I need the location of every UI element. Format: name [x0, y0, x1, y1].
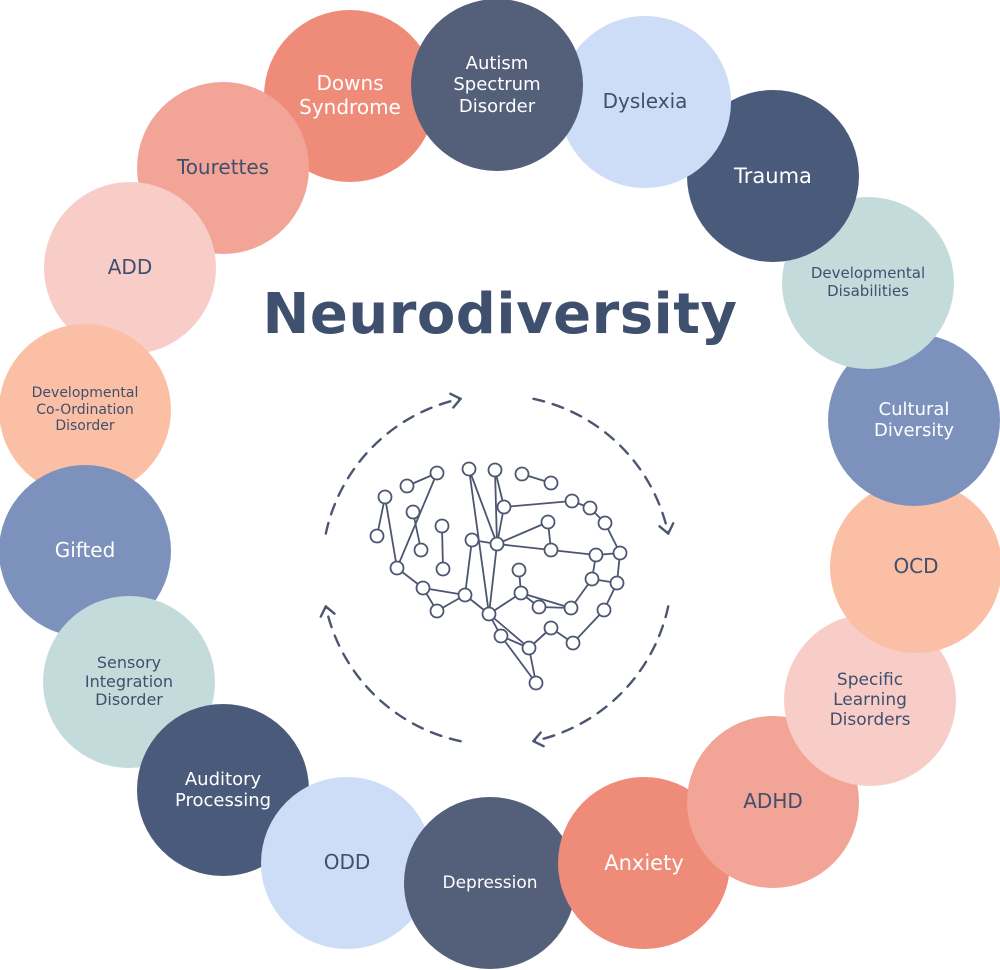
circle-autism-spectrum-disorder: Autism Spectrum Disorder [411, 0, 583, 171]
brain-node [588, 547, 604, 563]
cycle-arc-2 [532, 605, 670, 743]
brain-edge [494, 469, 498, 545]
label-developmental-co-ordination-disorder: Developmental Co-Ordination Disorder [31, 385, 139, 435]
label-ocd: OCD [893, 554, 939, 579]
label-gifted: Gifted [54, 538, 116, 563]
brain-node [543, 475, 559, 491]
brain-node [377, 489, 393, 505]
brain-edge [572, 609, 605, 644]
label-downs-syndrome: Downs Syndrome [299, 71, 401, 119]
brain-node [493, 628, 509, 644]
brain-edge [550, 549, 597, 556]
brain-node [415, 580, 431, 596]
brain-node [543, 620, 559, 636]
circle-sensory-integration-disorder: Sensory Integration Disorder [43, 596, 215, 768]
circle-odd: ODD [261, 777, 433, 949]
arrowheads [319, 392, 675, 748]
cycle-arrowhead-2 [532, 731, 545, 748]
circle-auditory-processing: Auditory Processing [137, 704, 309, 876]
brain-node [487, 462, 503, 478]
brain-node [514, 466, 530, 482]
label-specific-learning-disorders: Specific Learning Disorders [829, 669, 911, 731]
label-trauma: Trauma [734, 163, 812, 188]
brain-edge [520, 592, 572, 609]
brain-edge [468, 468, 498, 545]
brain-node [596, 602, 612, 618]
label-developmental-disabilities: Developmental Disabilities [810, 264, 926, 300]
cycle-arrows-icon [324, 397, 670, 743]
circle-downs-syndrome: Downs Syndrome [264, 10, 436, 182]
brain-node [434, 518, 450, 534]
label-tourettes: Tourettes [176, 155, 270, 180]
cycle-arc-4 [324, 397, 462, 535]
brain-edge [464, 539, 473, 596]
brain-node [457, 587, 473, 603]
brain-edge [500, 635, 537, 684]
brain-node [399, 478, 415, 494]
brain-edge [488, 613, 530, 649]
brain-node [489, 536, 505, 552]
brain-node [429, 465, 445, 481]
label-odd: ODD [323, 850, 371, 875]
label-dyslexia: Dyslexia [602, 89, 688, 114]
brain-node [582, 500, 598, 516]
brain-edge [503, 500, 573, 508]
brain-node [435, 561, 451, 577]
brain-node [540, 514, 556, 530]
brain-edge [496, 543, 552, 551]
brain-node [413, 542, 429, 558]
brain-node [464, 532, 480, 548]
brain-edge [384, 496, 398, 569]
brain-edge [488, 543, 498, 615]
brain-node [405, 504, 421, 520]
brain-node [511, 562, 527, 578]
label-cultural-diversity: Cultural Diversity [873, 398, 955, 441]
label-anxiety: Anxiety [604, 850, 684, 875]
label-depression: Depression [442, 872, 538, 893]
brain-edge [396, 472, 438, 569]
brain-node [584, 571, 600, 587]
brain-node [521, 640, 537, 656]
brain-node [531, 599, 547, 615]
label-autism-spectrum-disorder: Autism Spectrum Disorder [453, 53, 541, 117]
circle-ocd: OCD [830, 481, 1000, 653]
cycle-arc-3 [324, 605, 462, 743]
brain-node [563, 600, 579, 616]
brain-node [369, 528, 385, 544]
brain-node [543, 542, 559, 558]
label-add: ADD [107, 255, 153, 280]
brain-node [461, 461, 477, 477]
cycle-arrowhead-3 [319, 605, 336, 618]
diagram-title: Neurodiversity [262, 282, 738, 347]
label-sensory-integration-disorder: Sensory Integration Disorder [84, 652, 174, 710]
brain-node [609, 575, 625, 591]
cycle-arc-1 [532, 397, 670, 535]
brain-node [597, 515, 613, 531]
brain-node [496, 499, 512, 515]
brain-node [565, 635, 581, 651]
circle-depression: Depression [404, 797, 576, 969]
brain-edge [496, 521, 549, 545]
brain-node [389, 560, 405, 576]
brain-node [429, 603, 445, 619]
label-auditory-processing: Auditory Processing [174, 768, 272, 811]
brain-node [612, 545, 628, 561]
brain-node [513, 585, 529, 601]
cycle-arrowhead-4 [449, 392, 462, 409]
circle-dyslexia: Dyslexia [559, 16, 731, 188]
brain-nodes [369, 461, 628, 691]
cycle-arrowhead-1 [658, 522, 675, 535]
brain-network-icon [376, 468, 621, 684]
brain-node [564, 493, 580, 509]
brain-node [481, 606, 497, 622]
brain-node [528, 675, 544, 691]
label-adhd: ADHD [743, 789, 803, 814]
